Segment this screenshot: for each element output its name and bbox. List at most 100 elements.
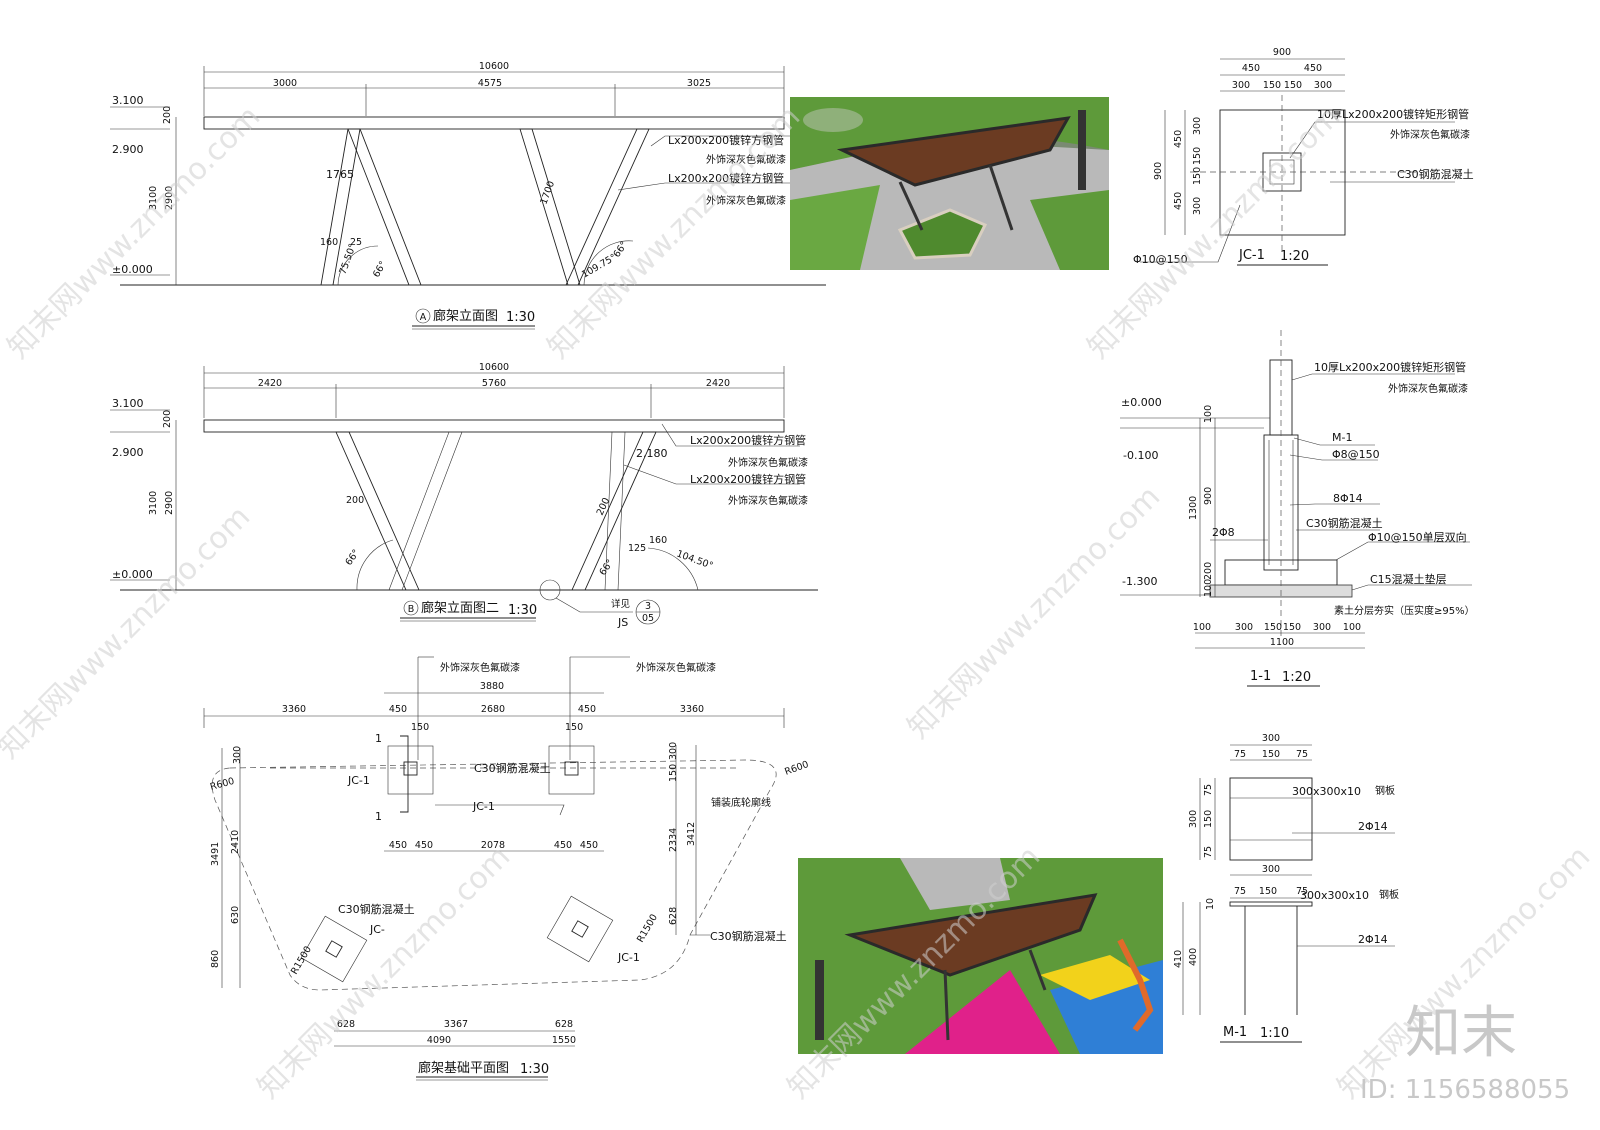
scale-plan: 1:30 [520,1062,549,1077]
sec-h100a: 100 [1203,405,1214,423]
sec-r3: 2Φ8 [1212,526,1235,539]
dim-r150: 150 [668,764,679,782]
footing-2 [548,745,595,795]
jc-t150b: 150 [1284,80,1302,91]
dim-2680: 2680 [481,704,505,715]
section-mark-top: 1 [375,732,382,745]
label-r1500b: R1500 [635,912,660,944]
plan-note-right: 外饰深灰色氟碳漆 [636,661,716,674]
dim-b3367: 3367 [444,1019,468,1030]
label-jc1b: JC-1 [472,800,495,813]
scale-elevation-b: 1:30 [508,603,537,618]
label-steel-1: Lx200x200镀锌方钢管 [668,133,784,147]
post [519,128,581,286]
dim-l2410: 2410 [230,830,241,854]
render-top [790,97,1109,270]
m1-l75a: 75 [1203,784,1214,796]
section-mark-bottom: 1 [375,810,382,823]
plan-note-left: 外饰深灰色氟碳漆 [440,661,520,674]
label-paint-2: 外饰深灰色氟碳漆 [706,194,786,207]
sec-h100b: 100 [1203,579,1214,597]
jc-label1: 10厚Lx200x200镀锌矩形钢管 [1317,107,1469,121]
sec-label2: 外饰深灰色氟碳漆 [1388,382,1468,395]
sec-title: 1-1 [1250,669,1271,684]
m1-h410: 410 [1173,950,1184,968]
dim-3360b: 3360 [680,704,704,715]
jc-l150a: 150 [1192,147,1203,165]
sec-r7: 素土分层夯实（压实度≥95%） [1334,604,1475,617]
dim-b4090: 4090 [427,1035,451,1046]
footing-3 [300,915,368,983]
m1-s75a: 75 [1234,886,1246,897]
dim-150b: 150 [565,722,583,733]
beam [203,116,785,130]
footing-4 [546,895,614,963]
elevation-a: 10600 3000 4575 3025 3.100 2.900 ±0.000 … [110,61,826,330]
label-r600b: R600 [783,759,810,778]
dim-h2900: 2900 [164,186,175,210]
jc-label3: C30钢筋混凝土 [1397,167,1474,181]
jc-footing [1219,109,1346,236]
jc-l450a: 450 [1173,130,1184,148]
sec-b100a: 100 [1193,622,1211,633]
post-b [388,431,463,591]
watermark-text: 知末网www.znzmo.com [1,99,267,365]
title-mark-b: B [408,604,415,615]
jc-label2: 外饰深灰色氟碳漆 [1390,128,1470,141]
detail-ref: 详见 [611,598,630,610]
angle-66b-b: 66° [597,558,616,578]
dim-450b: 450 [578,704,596,715]
detail-code: JS [617,616,628,629]
title-plan: 廊架基础平面图 [418,1060,509,1076]
dim-seg2: 4575 [478,78,502,89]
label-c30a: C30钢筋混凝土 [474,761,551,775]
jc-t300a: 300 [1232,80,1250,91]
jc-l450b: 450 [1173,192,1184,210]
label-paint-1: 外饰深灰色氟碳漆 [706,153,786,166]
m1-s150: 150 [1259,886,1277,897]
level-mid-b: 2.900 [112,446,144,459]
angle-10450: 104.50° [675,548,714,571]
sec-h900: 900 [1203,487,1214,505]
dim-b1550: 1550 [552,1035,576,1046]
watermark-text: 知末网www.znzmo.com [901,479,1167,745]
sec-r1: Φ8@150 [1332,448,1380,461]
dim-160-b: 160 [649,535,667,546]
dim-mid-450d: 450 [580,840,598,851]
dim-mid-450b: 450 [415,840,433,851]
beam-b [203,419,785,433]
m1-h10: 10 [1205,898,1216,910]
dim-overall: 10600 [479,61,509,72]
dim-2180: 2.180 [636,447,668,460]
dim-r3412: 3412 [686,822,697,846]
dim-h3100: 3100 [148,186,159,210]
dim-b628a: 628 [337,1019,355,1030]
label-paint-2-b: 外饰深灰色氟碳漆 [728,494,808,507]
sec-h1300: 1300 [1188,496,1199,520]
label-edge-note: 铺装底轮廓线 [711,796,771,809]
jc-scale: 1:20 [1280,249,1309,264]
brand-logo: 知末 [1405,1001,1517,1066]
dim-l630: 630 [230,906,241,924]
m1-h400: 400 [1188,948,1199,966]
footing-1 [387,745,434,795]
dim-seg1-b: 2420 [258,378,282,389]
sec-b300a: 300 [1235,622,1253,633]
m1-bar1: 2Φ14 [1358,820,1388,833]
dim-seg1: 3000 [273,78,297,89]
jc-t450b: 450 [1304,63,1322,74]
detail-circle [539,579,561,601]
scale-elevation-a: 1:30 [506,310,535,325]
sec-h200: 200 [1203,562,1214,580]
title-elevation-a: 廊架立面图 [433,308,498,324]
watermark-text: 知末网www.znzmo.com [1081,99,1347,365]
dim-l300: 300 [232,746,243,764]
dim-3880: 3880 [480,681,504,692]
jc-l150b: 150 [1192,167,1203,185]
m1-plate2: 300x300x10 [1300,889,1369,902]
sec-r5: Φ10@150单层双向 [1368,530,1467,544]
brand-id: ID: 1156588055 [1360,1075,1570,1105]
m1-t75a: 75 [1234,749,1246,760]
m1-plate [1229,777,1313,861]
jc-t300b: 300 [1314,80,1332,91]
